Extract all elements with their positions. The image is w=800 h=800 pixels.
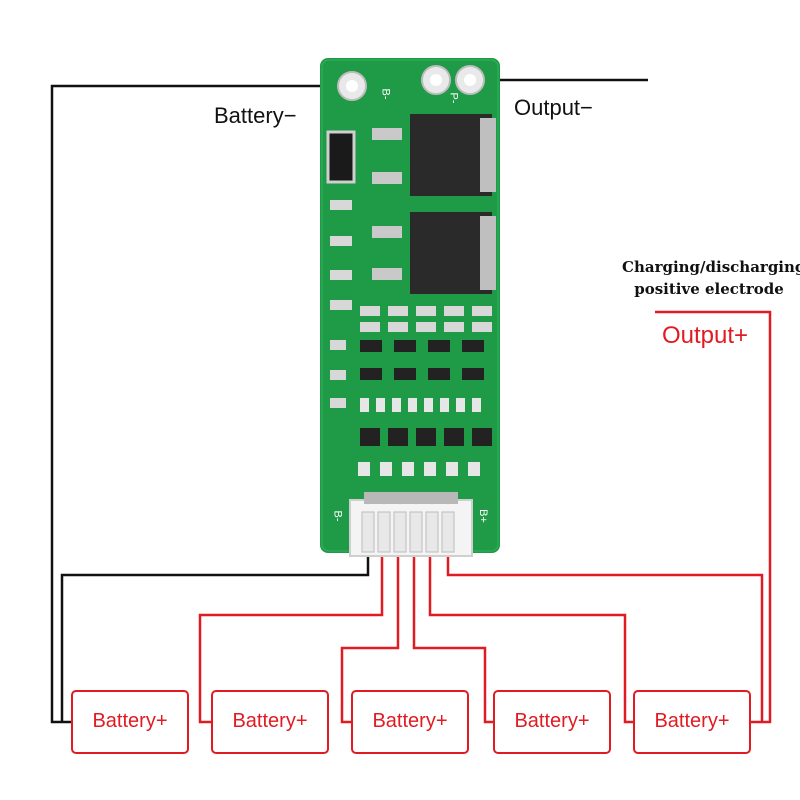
pad-label-b-minus: B-	[379, 88, 392, 100]
output-plus-wire	[655, 310, 772, 724]
battery-cell-2: Battery+	[211, 690, 329, 754]
shunt-resistor	[326, 130, 356, 184]
note-line-1: Charging/discharging	[622, 258, 800, 276]
balance-wire-1	[198, 555, 384, 724]
bms-pcb	[320, 58, 500, 557]
battery-cell-1-label: Battery+	[73, 710, 187, 733]
balance-wire-5	[446, 555, 764, 722]
battery-cell-3-label: Battery+	[353, 710, 467, 733]
battery-minus-wire	[50, 84, 352, 724]
output-minus-label: Output−	[514, 95, 593, 120]
battery-cell-4: Battery+	[493, 690, 611, 754]
balance-connector	[349, 492, 473, 557]
connector-label-b-minus: B-	[331, 510, 344, 522]
connector-label-b-plus: B+	[476, 509, 489, 523]
battery-minus-label: Battery−	[214, 103, 297, 128]
battery-cell-3: Battery+	[351, 690, 469, 754]
balance-wire-b-minus	[60, 555, 370, 722]
mosfet-1	[372, 114, 496, 196]
charge-discharge-note: Charging/discharging positive electrode	[622, 256, 800, 300]
note-line-2: positive electrode	[634, 280, 784, 298]
battery-cell-4-label: Battery+	[495, 710, 609, 733]
smd-components	[330, 200, 492, 408]
battery-cell-5: Battery+	[633, 690, 751, 754]
ic-rows	[360, 340, 492, 446]
mosfet-2	[372, 212, 496, 294]
pad-label-p-minus: P-	[447, 92, 460, 104]
resistor-row	[358, 398, 481, 476]
red-wires	[198, 310, 772, 724]
battery-cell-5-label: Battery+	[635, 710, 749, 733]
battery-cell-2-label: Battery+	[213, 710, 327, 733]
balance-wire-2	[340, 555, 400, 724]
battery-cell-1: Battery+	[71, 690, 189, 754]
balance-wire-4	[428, 555, 635, 724]
balance-wire-3	[412, 555, 495, 724]
output-plus-label: Output+	[662, 322, 749, 349]
